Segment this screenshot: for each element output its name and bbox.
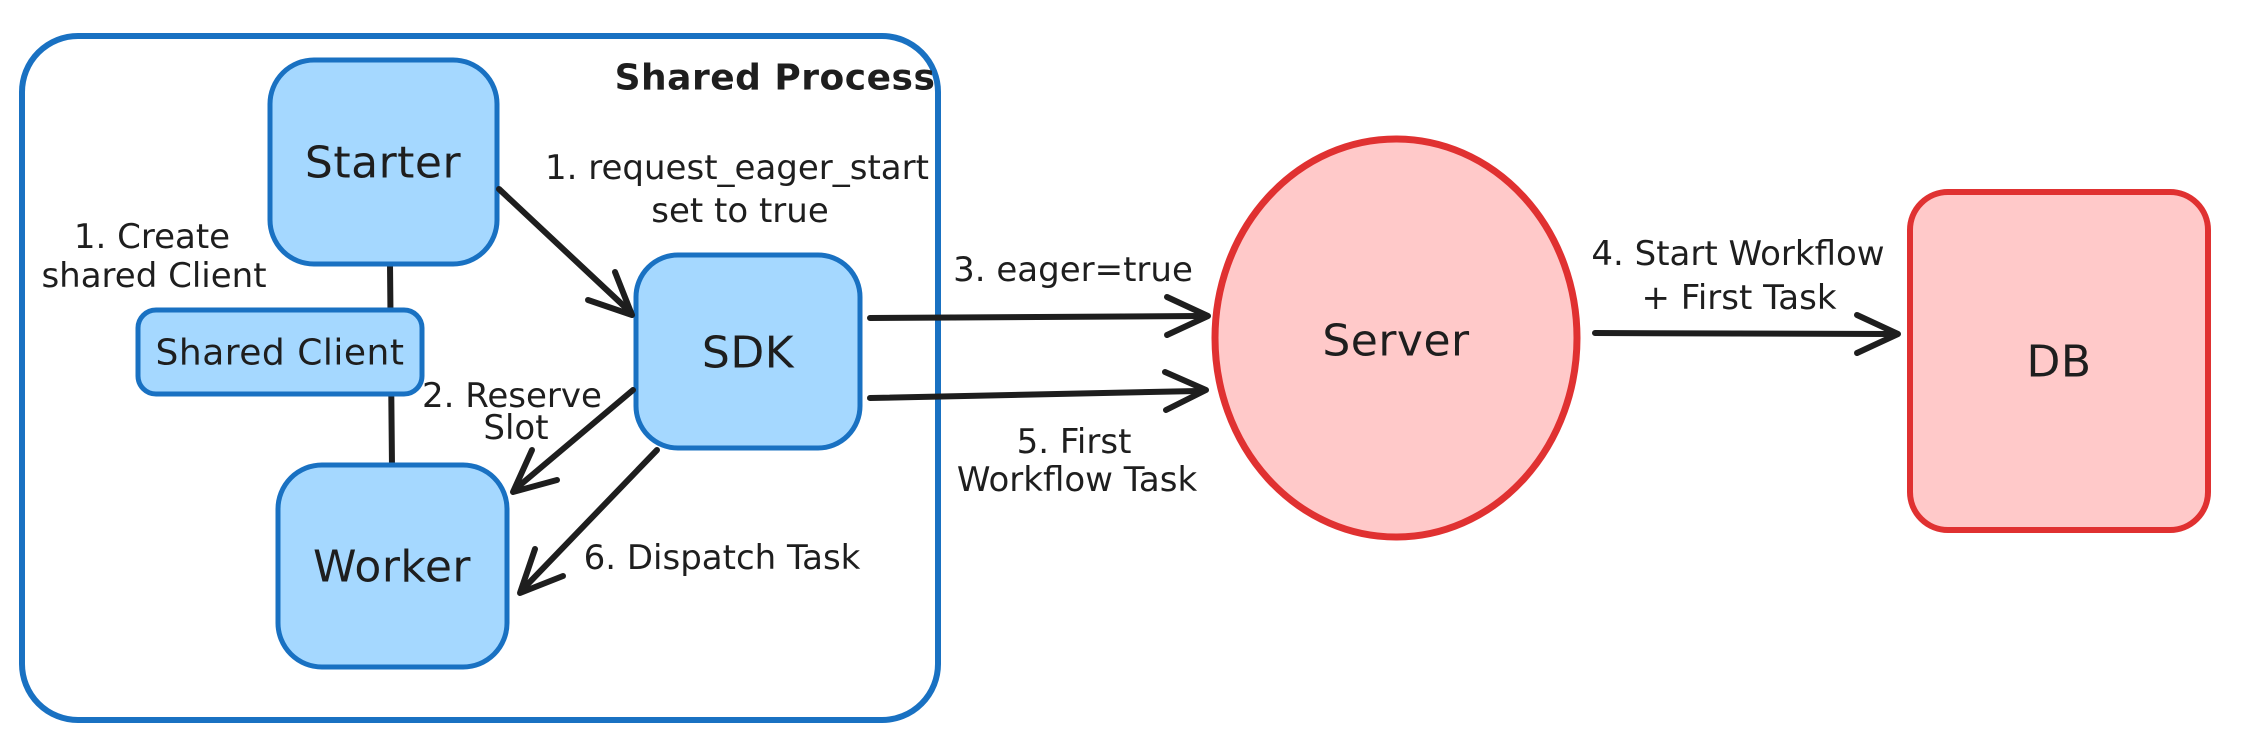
- start-workflow-label-line1: 4. Start Workflow: [1591, 234, 1884, 274]
- sdk-label: SDK: [702, 328, 795, 379]
- arrow-reserve-slot: [510, 387, 636, 495]
- dispatch-task-label: 6. Dispatch Task: [584, 538, 861, 578]
- start-workflow-label-line2: + First Task: [1641, 278, 1836, 318]
- arrow-first-workflow-task: [867, 369, 1209, 413]
- arrowhead: [1162, 369, 1209, 413]
- arrowhead: [1164, 294, 1211, 338]
- server-node: Server: [1211, 135, 1581, 541]
- shared-process-container: [19, 33, 941, 723]
- eager-true-label: 3. eager=true: [953, 250, 1193, 290]
- server-label: Server: [1322, 316, 1470, 367]
- shared-client-box: [135, 307, 425, 397]
- arrow-request-eager-start: [496, 186, 635, 318]
- shared-client-node: Shared Client: [135, 307, 425, 397]
- starter-node: Starter: [267, 57, 500, 267]
- request-eager-start-label-line1: 1. request_eager_start: [545, 148, 929, 188]
- first-workflow-task-label-line2: Workflow Task: [957, 460, 1198, 500]
- annotation-layer: 1. Create shared Client 1. request_eager…: [41, 148, 1884, 578]
- arrowhead: [510, 447, 560, 495]
- shared-client-label: Shared Client: [156, 333, 405, 374]
- sdk-box: [633, 252, 863, 451]
- arrow-start-workflow: [1592, 312, 1901, 356]
- first-workflow-task-label-line1: 5. First: [1017, 422, 1132, 462]
- worker-box: [275, 462, 510, 670]
- shared-process-title: Shared Process: [615, 58, 936, 99]
- reserve-slot-label-line2: Slot: [483, 408, 548, 448]
- db-box: [1907, 189, 2211, 533]
- sdk-node: SDK: [633, 252, 863, 451]
- starter-box: [267, 57, 500, 267]
- arrow-eager-true: [867, 294, 1211, 338]
- reserve-slot-label-line1: 2. Reserve: [422, 376, 602, 416]
- arrowhead: [1854, 312, 1901, 356]
- db-node: DB: [1907, 189, 2211, 533]
- create-client-label-line2: shared Client: [41, 256, 266, 296]
- create-client-label-line1: 1. Create: [74, 217, 230, 257]
- arrowhead: [585, 269, 635, 318]
- worker-node: Worker: [275, 462, 510, 670]
- worker-label: Worker: [313, 542, 471, 593]
- arrow-dispatch-task: [517, 447, 660, 596]
- request-eager-start-label-line2: set to true: [651, 191, 829, 231]
- db-label: DB: [2026, 337, 2091, 388]
- starter-label: Starter: [305, 138, 462, 189]
- server-ellipse: [1211, 135, 1581, 541]
- arrowhead: [517, 546, 566, 596]
